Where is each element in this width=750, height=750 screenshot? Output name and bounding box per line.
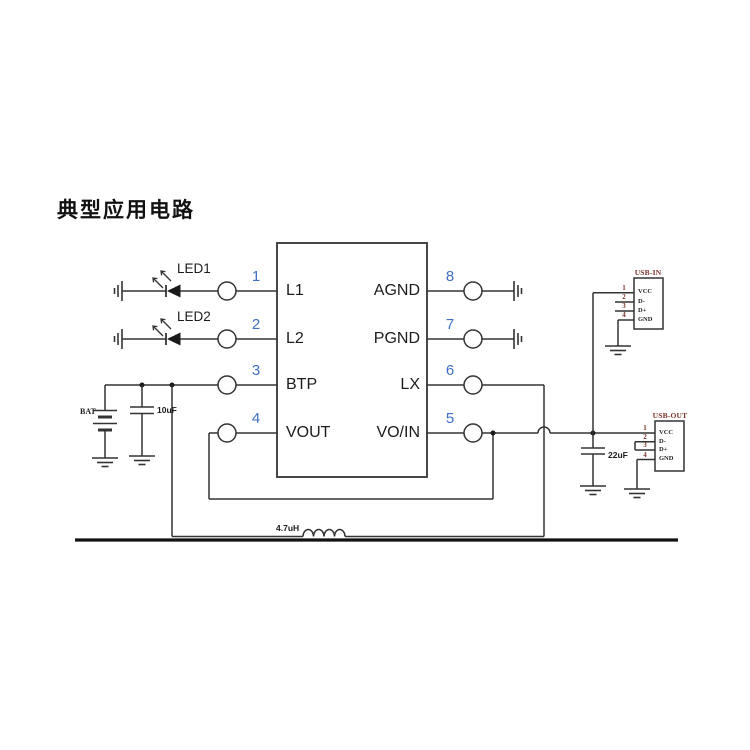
usb-out-pin-label-dm: D- <box>659 437 666 445</box>
wire-hop <box>537 426 551 434</box>
usb-out-title: USB-OUT <box>652 411 688 420</box>
usb-out-pin-number-4: 4 <box>643 450 647 459</box>
chip-pin-label-l2: L2 <box>286 330 304 347</box>
usb-in-pin-label-gnd: GND <box>638 315 653 323</box>
testpoint-pin4 <box>217 423 237 443</box>
ground-icon <box>113 280 123 302</box>
chip-pin-label-l1: L1 <box>286 282 304 299</box>
led-icon <box>167 332 181 346</box>
usb-in-pin-number-1: 1 <box>622 284 626 292</box>
testpoint-pin8 <box>463 281 483 301</box>
pin-number-3: 3 <box>251 362 261 379</box>
pgnd-branch <box>427 328 523 350</box>
led2-label: LED2 <box>177 309 211 324</box>
lx-inductor-net <box>171 375 545 538</box>
usb-out-pin-label-vcc: VCC <box>659 428 674 436</box>
ground-icon <box>513 280 523 302</box>
agnd-branch <box>427 280 523 302</box>
ground-icon <box>91 457 119 468</box>
chip-pin-label-pgnd: PGND <box>373 330 420 347</box>
usb-out-pin-number-2: 2 <box>643 432 647 441</box>
led1-branch <box>113 270 277 302</box>
testpoint-pin7 <box>463 329 483 349</box>
pin-number-8: 8 <box>445 268 455 285</box>
led-emission-arrow-icon <box>160 318 172 330</box>
testpoint-pin6 <box>463 375 483 395</box>
usb-out-pin-number-1: 1 <box>643 424 647 432</box>
led1-label: LED1 <box>177 261 211 276</box>
usb-out-pin-label-dp: D+ <box>659 445 668 453</box>
usb-in-pin-number-2: 2 <box>622 293 626 301</box>
pin-number-2: 2 <box>251 316 261 333</box>
usb-out-pin-number-3: 3 <box>643 441 647 449</box>
page-title: 典型应用电路 <box>57 199 195 222</box>
ground-icon <box>623 488 651 499</box>
led2-branch <box>113 318 277 350</box>
usb-out-connector <box>623 420 685 499</box>
inductor-icon <box>302 528 346 537</box>
ground-icon <box>513 328 523 350</box>
testpoint-pin3 <box>217 375 237 395</box>
led-emission-arrow-icon <box>152 277 164 289</box>
output-capacitor-icon <box>579 433 607 496</box>
pin-number-1: 1 <box>251 268 261 285</box>
inductor-label: 4.7uH <box>276 523 300 533</box>
usb-in-title: USB-IN <box>634 268 662 277</box>
testpoint-pin5 <box>463 423 483 443</box>
usb-in-connector <box>592 277 664 433</box>
pin-number-4: 4 <box>251 410 261 427</box>
battery-icon <box>91 385 119 468</box>
input-cap-label: 10uF <box>157 405 177 415</box>
chip-pin-label-lx: LX <box>400 376 420 393</box>
pin-number-7: 7 <box>445 316 455 333</box>
usb-out-pin-label-gnd: GND <box>659 455 674 462</box>
usb-in-pin-number-3: 3 <box>622 302 626 310</box>
vout-feedback-loop <box>208 423 494 500</box>
usb-in-pin-label-vcc: VCC <box>638 288 653 295</box>
ground-icon <box>579 485 607 496</box>
pin-number-5: 5 <box>445 410 455 427</box>
ic-body <box>276 242 428 478</box>
led-icon <box>167 284 181 298</box>
junction-dot <box>490 430 496 436</box>
led-emission-arrow-icon <box>160 270 172 282</box>
chip-pin-label-agnd: AGND <box>373 282 420 299</box>
ground-icon <box>113 328 123 350</box>
testpoint-pin2 <box>217 329 237 349</box>
usb-in-pin-number-4: 4 <box>622 311 626 319</box>
chip-pin-label-voin: VO/IN <box>376 424 420 441</box>
chip-pin-label-vout: VOUT <box>286 424 331 441</box>
usb-in-pin-label-dp: D+ <box>638 306 647 314</box>
ground-icon <box>128 455 156 466</box>
input-capacitor-icon <box>128 385 156 466</box>
pin-number-6: 6 <box>445 362 455 379</box>
led-emission-arrow-icon <box>152 325 164 337</box>
chip-pin-label-btp: BTP <box>286 376 318 393</box>
output-cap-label: 22uF <box>608 450 628 460</box>
voin-rail <box>427 423 655 443</box>
usb-in-pin-label-dm: D- <box>638 297 645 305</box>
usb-out-body <box>654 420 685 472</box>
usb-in-body <box>633 277 664 330</box>
battery-label: BAT <box>80 407 96 416</box>
battery-node <box>91 375 277 468</box>
ground-icon <box>604 345 632 356</box>
testpoint-pin1 <box>217 281 237 301</box>
